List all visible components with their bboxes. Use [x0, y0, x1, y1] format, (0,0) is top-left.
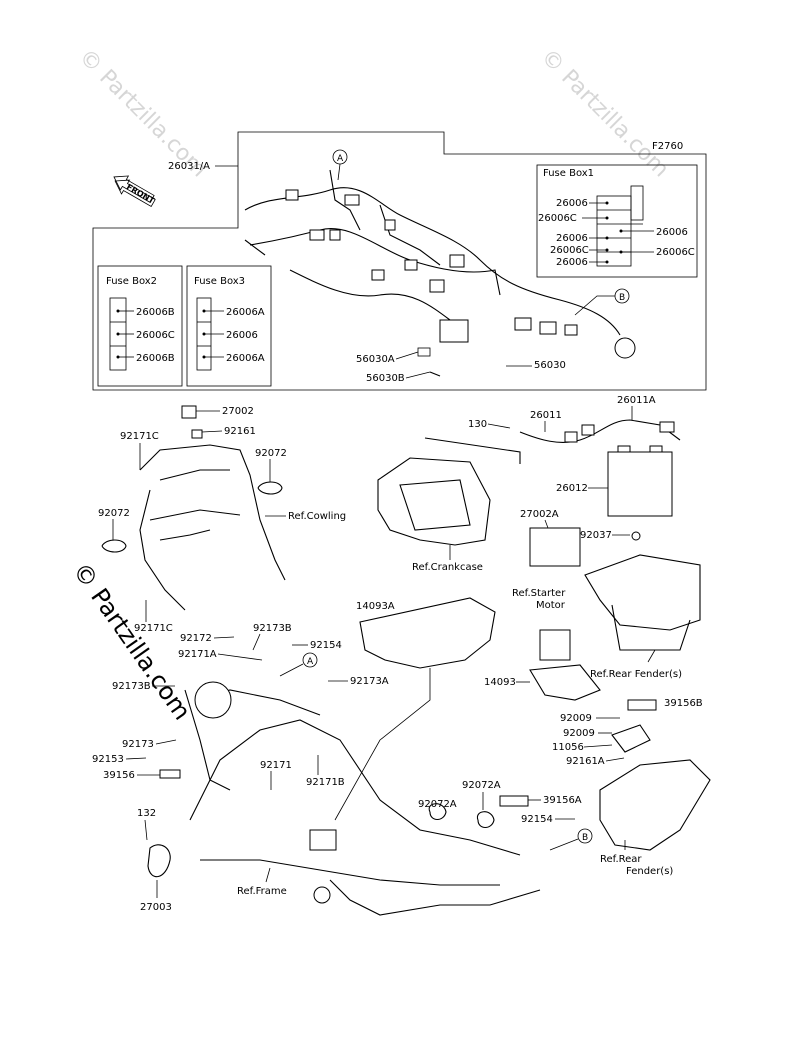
starter-relay — [539, 629, 571, 661]
label-92154-a: 92154 — [310, 640, 342, 651]
label-92072A-b: 92072A — [462, 780, 501, 791]
label-92171B: 92171B — [306, 777, 345, 788]
fuse-box-2-title: Fuse Box2 — [106, 276, 157, 287]
label-132: 132 — [137, 808, 156, 819]
label-92154-b: 92154 — [521, 814, 553, 825]
label-motor: Motor — [536, 600, 566, 611]
label-56030A: 56030A — [356, 354, 395, 365]
label-92172: 92172 — [180, 633, 212, 644]
watermark-text: © Partzilla.com — [536, 45, 674, 183]
label-92171: 92171 — [260, 760, 292, 771]
label-56030B: 56030B — [366, 373, 405, 384]
fuse-box-1: Fuse Box1 26006 26006C 26006 26006C 2600… — [536, 164, 698, 278]
label-39156: 39156 — [103, 770, 135, 781]
wiring-harness — [244, 169, 636, 359]
rear-fender — [599, 759, 711, 851]
fuse-box-2-item-0: 26006B — [136, 307, 175, 318]
label-26011A: 26011A — [617, 395, 656, 406]
label-39156A: 39156A — [543, 795, 582, 806]
label-39156B: 39156B — [664, 698, 703, 709]
label-92161: 92161 — [224, 426, 256, 437]
fuse-box-3-item-0: 26006A — [226, 307, 265, 318]
main-frame — [147, 681, 541, 916]
fuse-box-1-left-0: 26006 — [556, 198, 588, 209]
callout-b-bottom — [577, 828, 593, 844]
fuse-box-2-item-2: 26006B — [136, 353, 175, 364]
battery-case — [584, 554, 701, 631]
label-92009-b: 92009 — [563, 728, 595, 739]
callout-b-bottom-label: B — [582, 833, 588, 843]
label-fender-s: Fender(s) — [626, 866, 673, 877]
label-27002A: 27002A — [520, 509, 559, 520]
label-92072-a: 92072 — [255, 448, 287, 459]
fuse-box-3-item-1: 26006 — [226, 330, 258, 341]
fuse-box-3-title: Fuse Box3 — [194, 276, 245, 287]
fuse-box-3: Fuse Box3 26006A 26006 26006A — [186, 265, 272, 387]
label-92173B-b: 92173B — [112, 681, 151, 692]
label-92009-a: 92009 — [560, 713, 592, 724]
label-ref-rear-fender-1: Ref.Rear Fender(s) — [590, 669, 682, 680]
label-92173A: 92173A — [350, 676, 389, 687]
label-26011: 26011 — [530, 410, 562, 421]
ecu-box — [529, 527, 581, 567]
label-92173: 92173 — [122, 739, 154, 750]
label-130: 130 — [468, 419, 487, 430]
label-92171C-mid: 92171C — [134, 623, 173, 634]
label-ref-frame: Ref.Frame — [237, 886, 287, 897]
battery-group — [519, 419, 681, 517]
front-arrow: FRONT — [113, 175, 156, 208]
callout-a-bottom-label: A — [307, 657, 314, 667]
cowling-bracket — [101, 405, 286, 611]
diagram-code: F2760 — [652, 141, 683, 152]
label-14093A: 14093A — [356, 601, 395, 612]
fuse-box-2: Fuse Box2 26006B 26006C 26006B — [97, 265, 183, 387]
mat-14093A — [359, 597, 496, 669]
label-ref-cowling: Ref.Cowling — [288, 511, 346, 522]
label-56030: 56030 — [534, 360, 566, 371]
label-27002: 27002 — [222, 406, 254, 417]
label-11056: 11056 — [552, 742, 584, 753]
label-92161A: 92161A — [566, 756, 605, 767]
harness-frame — [92, 131, 707, 391]
watermark-side: © Partzilla.com — [67, 557, 196, 725]
fuse-box-1-title: Fuse Box1 — [543, 168, 594, 179]
label-ref-crankcase: Ref.Crankcase — [412, 562, 483, 573]
fuse-box-1-right-0: 26006 — [656, 227, 688, 238]
callout-b-top-label: B — [619, 293, 625, 303]
crankcase — [377, 437, 521, 546]
label-26012: 26012 — [556, 483, 588, 494]
callout-a-top-label: A — [337, 154, 344, 164]
label-ref-starter: Ref.Starter — [512, 588, 566, 599]
fuse-box-1-left-4: 26006 — [556, 257, 588, 268]
label-92173B-a: 92173B — [253, 623, 292, 634]
label-27003: 27003 — [140, 902, 172, 913]
callout-a-bottom — [302, 652, 318, 668]
label-26031A: 26031/A — [168, 161, 210, 172]
watermark-top-right: © Partzilla.com — [536, 45, 674, 183]
label-92072-b: 92072 — [98, 508, 130, 519]
label-92072A-a: 92072A — [418, 799, 457, 810]
watermark-text: © Partzilla.com — [67, 557, 196, 725]
label-92171C-top: 92171C — [120, 431, 159, 442]
fuse-box-1-left-1: 26006C — [538, 213, 577, 224]
label-92171A: 92171A — [178, 649, 217, 660]
label-92037: 92037 — [580, 530, 612, 541]
fuse-box-2-item-1: 26006C — [136, 330, 175, 341]
fuse-box-1-left-2: 26006 — [556, 233, 588, 244]
label-ref-rear: Ref.Rear — [600, 854, 642, 865]
label-14093: 14093 — [484, 677, 516, 688]
label-92153: 92153 — [92, 754, 124, 765]
fuse-box-1-left-3: 26006C — [550, 245, 589, 256]
fuse-box-3-item-2: 26006A — [226, 353, 265, 364]
fuse-box-1-right-1: 26006C — [656, 247, 695, 258]
